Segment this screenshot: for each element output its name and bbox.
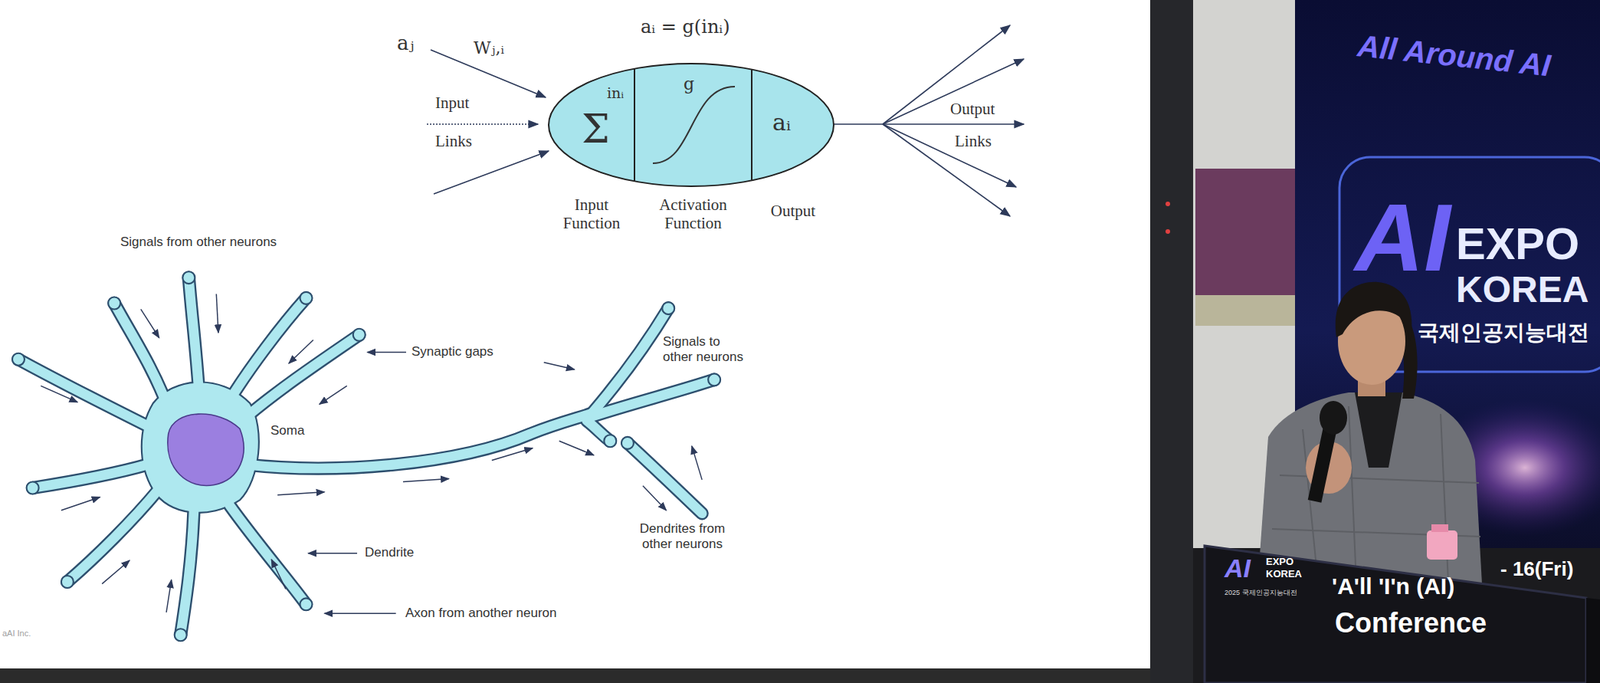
output-compartment: aᵢOutput xyxy=(751,63,835,233)
signal-arrow xyxy=(216,294,219,334)
signal-arrow xyxy=(101,560,130,584)
net-input-symbol: inᵢ xyxy=(606,85,624,102)
link-caption: Input xyxy=(435,93,469,112)
leader-arrow xyxy=(324,613,396,614)
output-line xyxy=(833,123,884,125)
signal-arrow xyxy=(40,385,78,402)
link-caption: Output xyxy=(950,99,995,119)
input-function-compartment: inᵢΣ Input Function xyxy=(548,63,635,233)
signal-arrow xyxy=(403,478,450,482)
neuron-branch-outline xyxy=(18,277,715,635)
banner-subtitle: 국제인공지능대전 xyxy=(1417,320,1590,345)
signal-arrow xyxy=(642,485,667,511)
podium-logo: 2025 국제인공지능대전 xyxy=(1224,588,1298,597)
compartment-divider xyxy=(750,68,753,181)
photo-ground xyxy=(1150,0,1600,683)
signal-arrow xyxy=(491,448,533,461)
output-link-arrow xyxy=(882,59,1024,125)
wall-panel xyxy=(1195,295,1301,326)
neuron-branch xyxy=(18,277,715,635)
part-label: Signals to other neurons xyxy=(662,334,751,364)
weight-symbol: Wⱼ,ᵢ xyxy=(473,38,505,58)
signal-arrow xyxy=(559,440,594,456)
podium-logo: AI xyxy=(1224,553,1251,584)
signal-arrow xyxy=(271,559,286,590)
signal-arrow xyxy=(166,579,172,613)
link-caption: Links xyxy=(435,131,473,151)
pillar xyxy=(1150,0,1194,683)
speaker-jacket xyxy=(1256,392,1483,598)
banner-date: - 16(Fri) xyxy=(1500,557,1574,581)
speaker-hair xyxy=(1335,281,1413,341)
leader-arrow xyxy=(308,552,358,554)
compartment-divider xyxy=(633,68,636,181)
pink-cup-lid xyxy=(1431,524,1449,532)
synaptic-terminal xyxy=(12,271,721,641)
link-caption: Links xyxy=(954,131,992,151)
leader-arrow xyxy=(367,351,407,353)
part-label: Synaptic gaps xyxy=(411,344,494,360)
nucleus xyxy=(167,413,244,486)
signal-arrow xyxy=(319,385,348,404)
part-label: Dendrites from other neurons xyxy=(630,521,735,551)
output-symbol: aᵢ xyxy=(772,109,791,137)
wall-panel xyxy=(1195,168,1301,296)
input-link-arrow xyxy=(426,123,538,125)
podium-title: Conference xyxy=(1334,606,1487,639)
output-link-arrow xyxy=(882,123,1024,125)
signal-arrow xyxy=(140,308,160,338)
activation-formula: aᵢ = g(inᵢ) xyxy=(640,16,731,39)
slide xyxy=(0,0,1151,669)
input-link-arrow xyxy=(433,150,549,194)
part-label: Soma xyxy=(270,422,305,439)
compartment-caption: Output xyxy=(751,201,835,220)
indicator-light xyxy=(1165,201,1171,207)
podium-logo: EXPO xyxy=(1265,556,1294,568)
soma-fill xyxy=(146,386,254,508)
watermark: aAI Inc. xyxy=(2,628,31,639)
compartment-caption: Activation Function xyxy=(634,195,752,233)
banner-logo: EXPO xyxy=(1455,218,1580,270)
part-label: Signals from other neurons xyxy=(120,234,277,250)
podium-side xyxy=(1586,597,1600,683)
function-symbol: g xyxy=(683,74,695,94)
neuron-unit-outline xyxy=(548,63,834,187)
compartment-caption: Input Function xyxy=(548,195,635,233)
signal-arrow xyxy=(691,445,702,480)
part-label: Axon from another neuron xyxy=(405,605,558,621)
pink-cup xyxy=(1426,530,1458,560)
banner-logo: KOREA xyxy=(1455,268,1589,311)
output-link-arrow xyxy=(882,124,1017,187)
banner-logo: AI xyxy=(1354,182,1451,293)
activation-function-compartment: gActivation Function xyxy=(634,63,752,233)
podium-sign xyxy=(1204,545,1587,683)
slide-bottom-band xyxy=(0,668,1151,683)
part-label: Dendrite xyxy=(364,544,414,561)
signal-arrow xyxy=(61,496,101,510)
input-symbol: aⱼ xyxy=(396,32,414,56)
sigmoid-curve xyxy=(652,86,735,164)
signal-arrow xyxy=(277,491,325,496)
podium-title: 'A'll 'I'n (AI) xyxy=(1331,573,1455,600)
output-link-arrow xyxy=(882,124,1010,217)
microphone-head xyxy=(1319,400,1348,435)
signal-arrow xyxy=(288,339,314,364)
podium-logo: KOREA xyxy=(1265,568,1302,581)
speaker-shirt xyxy=(1354,392,1403,468)
indicator-light xyxy=(1165,229,1171,234)
sum-symbol: Σ xyxy=(581,106,610,153)
signal-arrow xyxy=(544,362,575,370)
